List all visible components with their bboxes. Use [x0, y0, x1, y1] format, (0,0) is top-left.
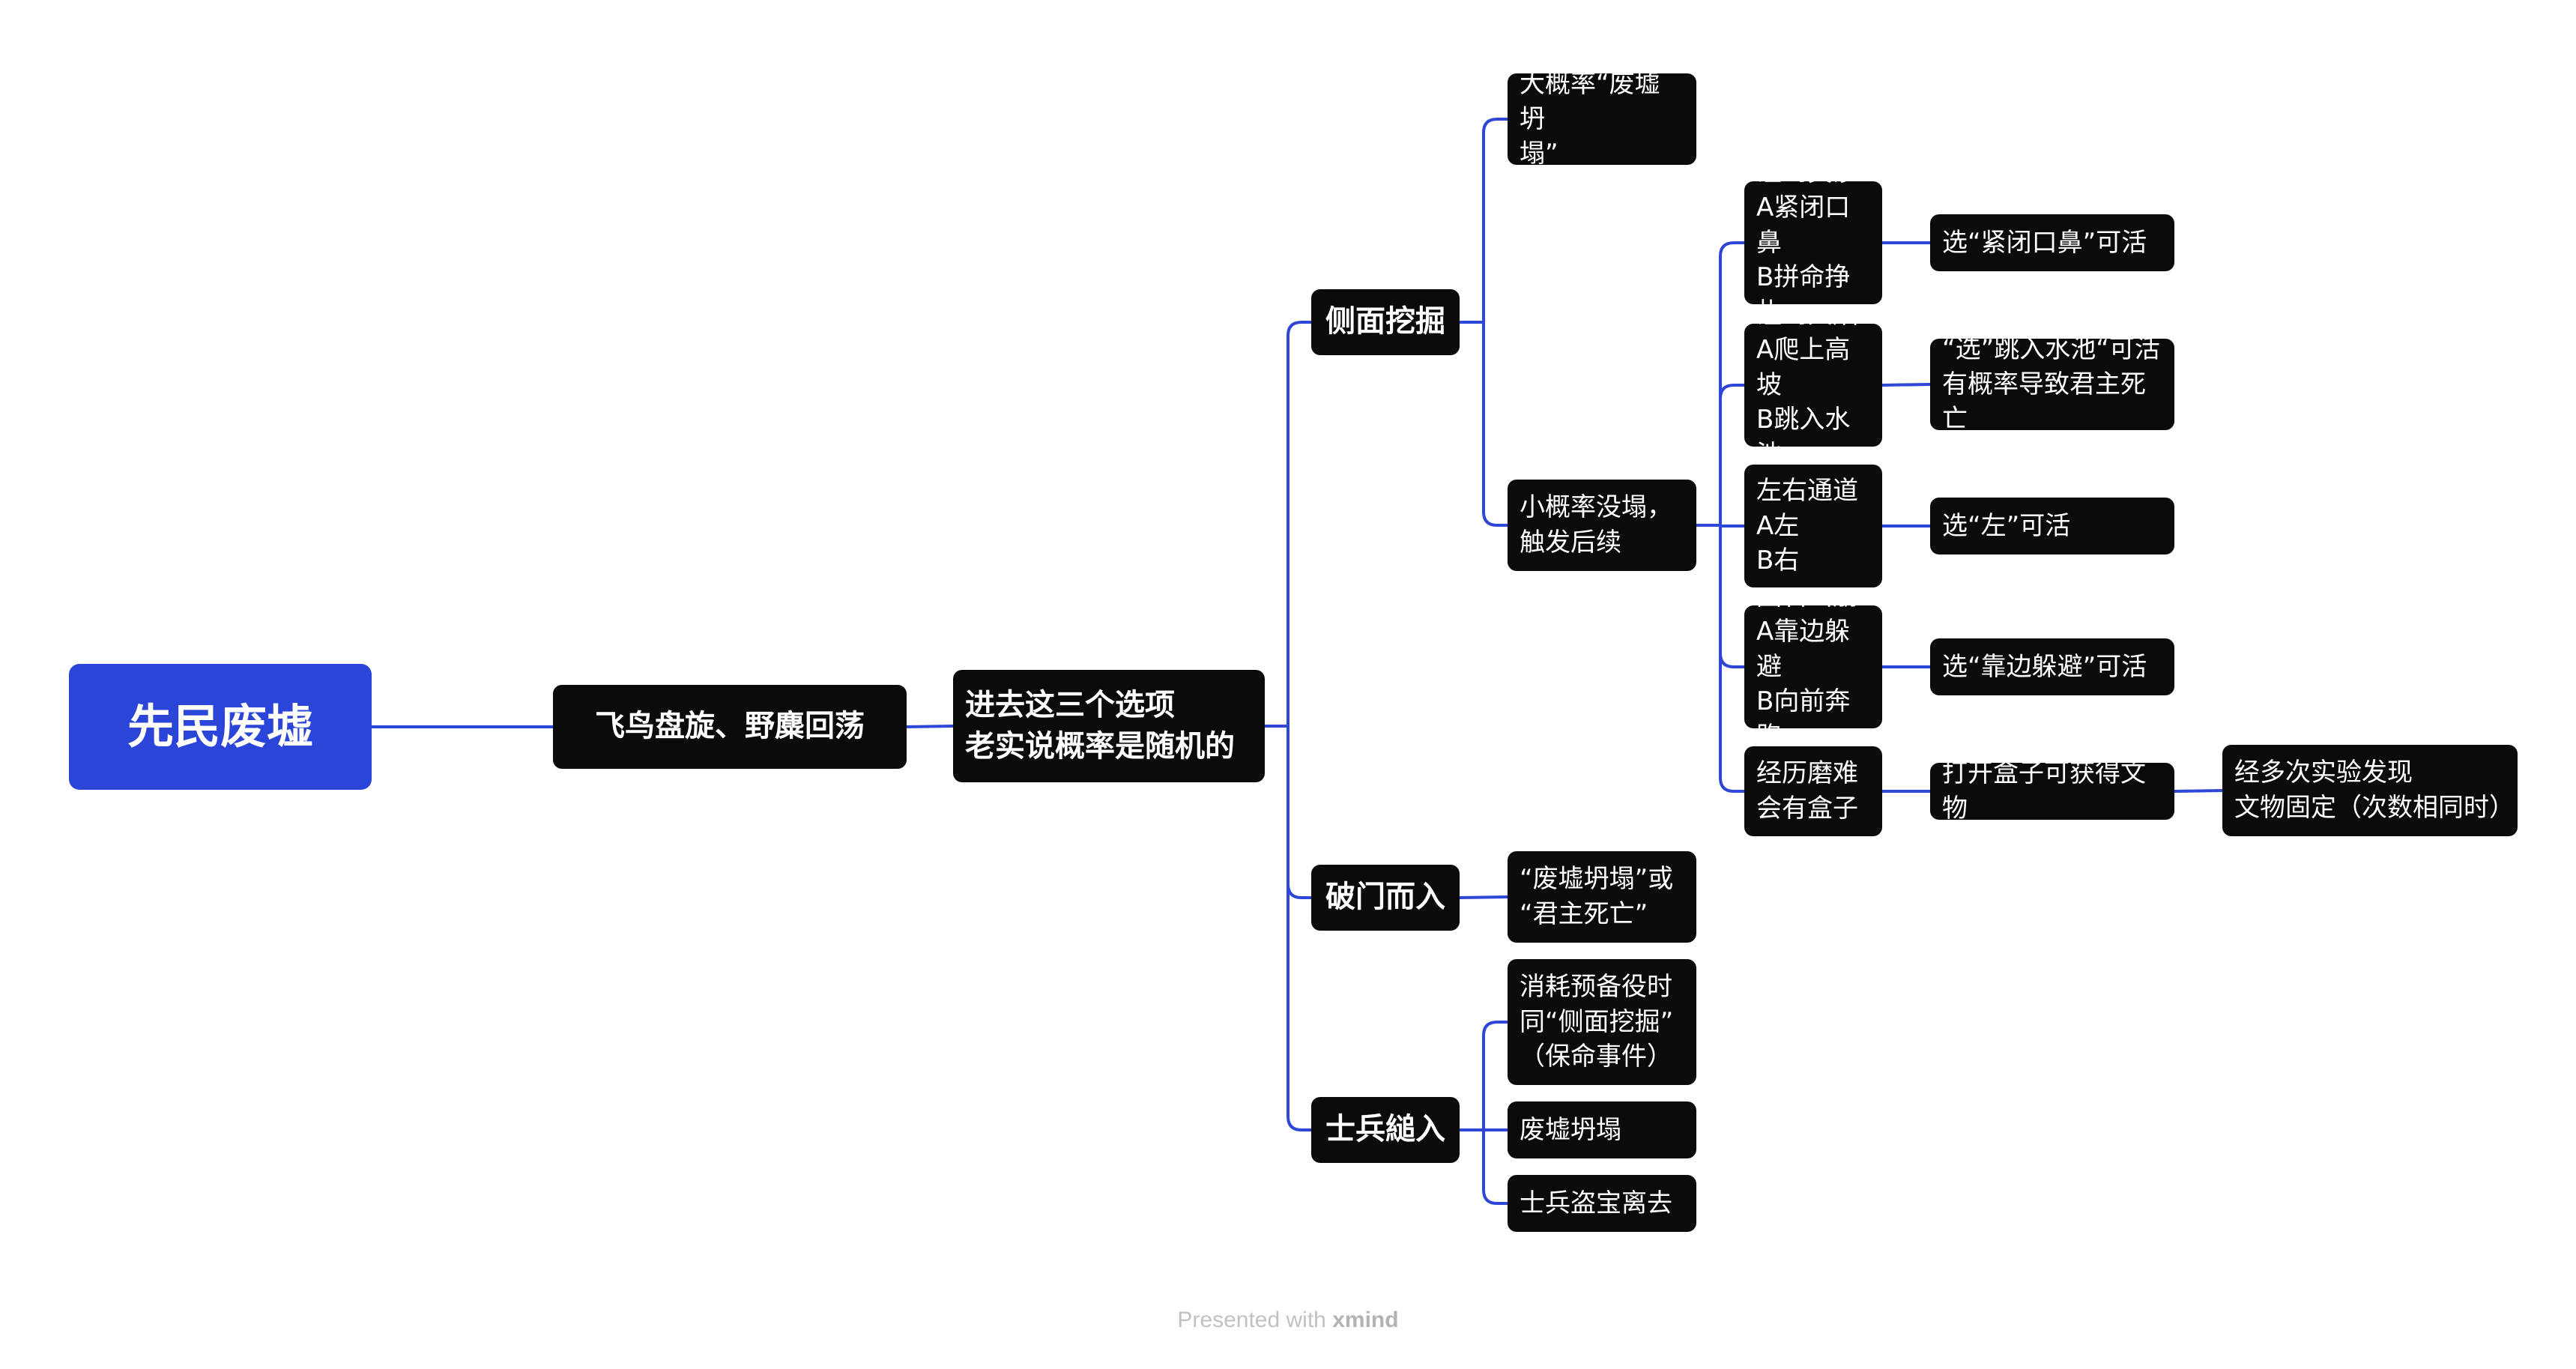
- xmind-logo: xmind: [1332, 1308, 1399, 1332]
- result-rockslide[interactable]: 选“靠边躲避”可活: [1930, 638, 2174, 695]
- topic-break-door-result[interactable]: “废墟坍塌”或 “君主死亡”: [1508, 851, 1696, 943]
- event-sand[interactable]: 碰到黄沙 A紧闭口鼻 B拼命挣扎: [1744, 181, 1882, 304]
- root-topic[interactable]: 先民废墟: [69, 664, 372, 790]
- edge-no-collapse-branch-0: [1719, 241, 1746, 527]
- footer-prefix: Presented with: [1177, 1308, 1326, 1332]
- topic-no-collapse[interactable]: 小概率没塌， 触发后续: [1508, 480, 1696, 571]
- event-passage[interactable]: 左右通道 A左 B右: [1744, 465, 1882, 587]
- event-box[interactable]: 经历磨难 会有盒子: [1744, 746, 1882, 836]
- edge-fire: [1881, 383, 1932, 387]
- topic-level1[interactable]: 飞鸟盘旋、野麋回荡: [553, 685, 907, 769]
- edge-level2-branch-1: [1287, 725, 1313, 899]
- edge-no-collapse-branch-2: [1719, 524, 1746, 528]
- result-sand[interactable]: 选“紧闭口鼻”可活: [1930, 214, 2174, 271]
- edge-break-door: [1458, 895, 1509, 899]
- edge-soldiers-branch-2: [1482, 1128, 1509, 1205]
- edge-no-collapse-branch-1: [1719, 384, 1746, 527]
- event-fire[interactable]: 碰到火焰 A爬上高坡 B跳入水池: [1744, 324, 1882, 447]
- edge-level1-level2: [905, 725, 955, 728]
- edge-no-collapse-branch-3: [1719, 524, 1746, 668]
- footer-credit: Presented with xmind: [0, 1308, 2576, 1333]
- topic-reserve[interactable]: 消耗预备役时 同“侧面挖掘” （保命事件）: [1508, 959, 1696, 1085]
- edge-side-dig-branch-1: [1482, 321, 1509, 527]
- result-box[interactable]: 打开盒子可获得文物: [1930, 763, 2174, 820]
- edge-level2-branch-0: [1287, 321, 1313, 728]
- topic-break-door[interactable]: 破门而入: [1311, 865, 1460, 931]
- topic-collapse-likely[interactable]: 大概率“废墟坍 塌”: [1508, 73, 1696, 165]
- edge-side-dig-branch-0: [1482, 118, 1509, 324]
- edge-soldiers-branch-0: [1482, 1021, 1509, 1131]
- edge-level2-branch-2: [1287, 725, 1313, 1131]
- event-rockslide[interactable]: 圆石山崩 A靠边躲避 B向前奔跑: [1744, 605, 1882, 728]
- topic-ruin-collapse[interactable]: 废墟坍塌: [1508, 1101, 1696, 1158]
- edge-no-collapse-branch-4: [1719, 524, 1746, 793]
- result-passage[interactable]: 选“左”可活: [1930, 498, 2174, 554]
- topic-side-dig[interactable]: 侧面挖掘: [1311, 289, 1460, 355]
- result-fire[interactable]: “选”跳入水池“可活 有概率导致君主死亡: [1930, 339, 2174, 430]
- topic-soldiers[interactable]: 士兵縋入: [1311, 1097, 1460, 1163]
- topic-soldiers-steal[interactable]: 士兵盗宝离去: [1508, 1175, 1696, 1232]
- topic-level2[interactable]: 进去这三个选项 老实说概率是随机的: [953, 670, 1265, 782]
- note-box[interactable]: 经多次实验发现 文物固定（次数相同时）: [2222, 745, 2518, 836]
